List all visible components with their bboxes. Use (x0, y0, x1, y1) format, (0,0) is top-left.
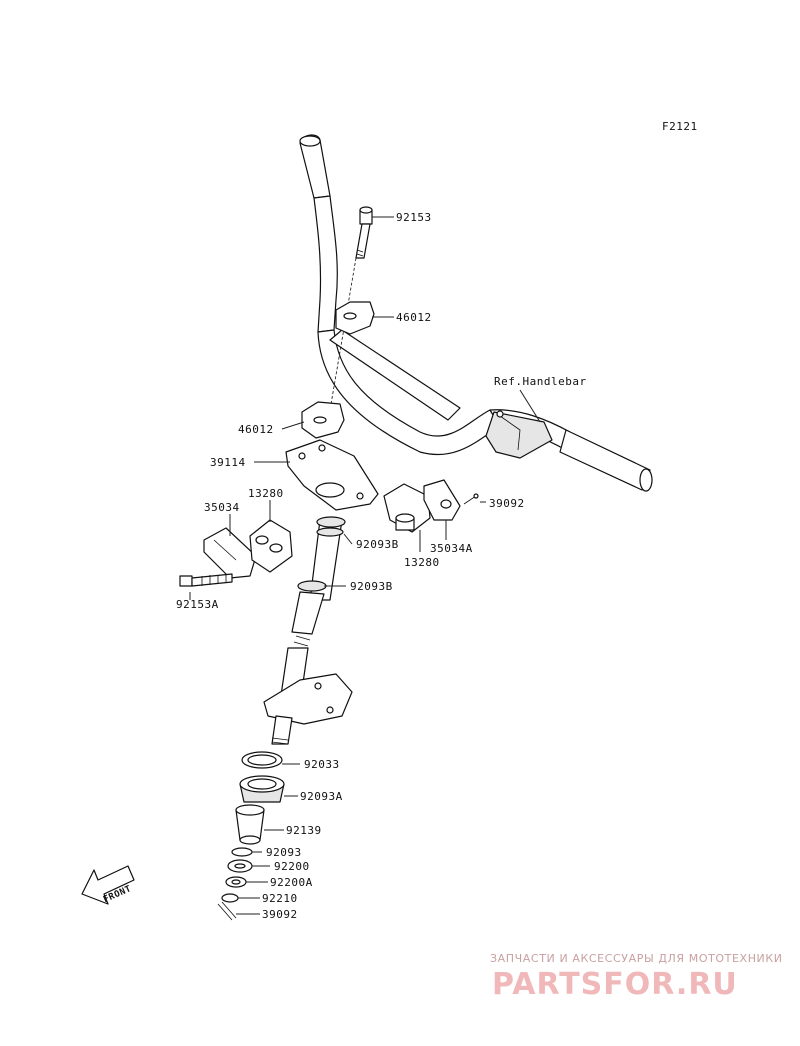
watermark-tagline: ЗАПЧАСТИ И АКСЕССУАРЫ ДЛЯ МОТОТЕХНИКИ (490, 952, 783, 965)
part-label-46012-top[interactable]: 46012 (396, 311, 432, 324)
part-label-13280-left[interactable]: 13280 (248, 487, 284, 500)
figure-code: F2121 (662, 120, 698, 133)
part-label-35034[interactable]: 35034 (204, 501, 240, 514)
right-holder-drawing (383, 479, 479, 533)
left-holder-drawing (179, 519, 293, 587)
handlebar-drawing (299, 134, 653, 492)
part-label-92093B-lower[interactable]: 92093B (350, 580, 393, 593)
part-label-92093A[interactable]: 92093A (300, 790, 343, 803)
part-label-92093B-upper[interactable]: 92093B (356, 538, 399, 551)
part-label-13280-right[interactable]: 13280 (404, 556, 440, 569)
part-label-46012-bottom[interactable]: 46012 (238, 423, 274, 436)
part-label-39092-top[interactable]: 39092 (489, 497, 525, 510)
part-label-92139[interactable]: 92139 (286, 824, 322, 837)
steering-shaft-drawing (263, 516, 353, 745)
lower-clamp-drawing (301, 401, 345, 439)
part-label-92200[interactable]: 92200 (274, 860, 310, 873)
part-label-39092-bottom[interactable]: 39092 (262, 908, 298, 921)
upper-clamp-drawing (335, 301, 375, 335)
bottom-stack-drawing (217, 751, 285, 921)
part-label-92153[interactable]: 92153 (396, 211, 432, 224)
part-label-92210[interactable]: 92210 (262, 892, 298, 905)
top-bolt-drawing (329, 206, 373, 411)
part-label-39114[interactable]: 39114 (210, 456, 246, 469)
watermark-logo: PARTSFOR.RU (492, 967, 738, 1002)
part-label-92033[interactable]: 92033 (304, 758, 340, 771)
part-label-92153A[interactable]: 92153A (176, 598, 219, 611)
bracket-drawing (285, 439, 379, 511)
leader-lines (189, 216, 541, 915)
part-label-92093[interactable]: 92093 (266, 846, 302, 859)
part-label-92200A[interactable]: 92200A (270, 876, 313, 889)
front-arrow-icon: FRONT (81, 865, 135, 905)
ref-handlebar-label[interactable]: Ref.Handlebar (494, 375, 587, 388)
part-label-35034A[interactable]: 35034A (430, 542, 473, 555)
